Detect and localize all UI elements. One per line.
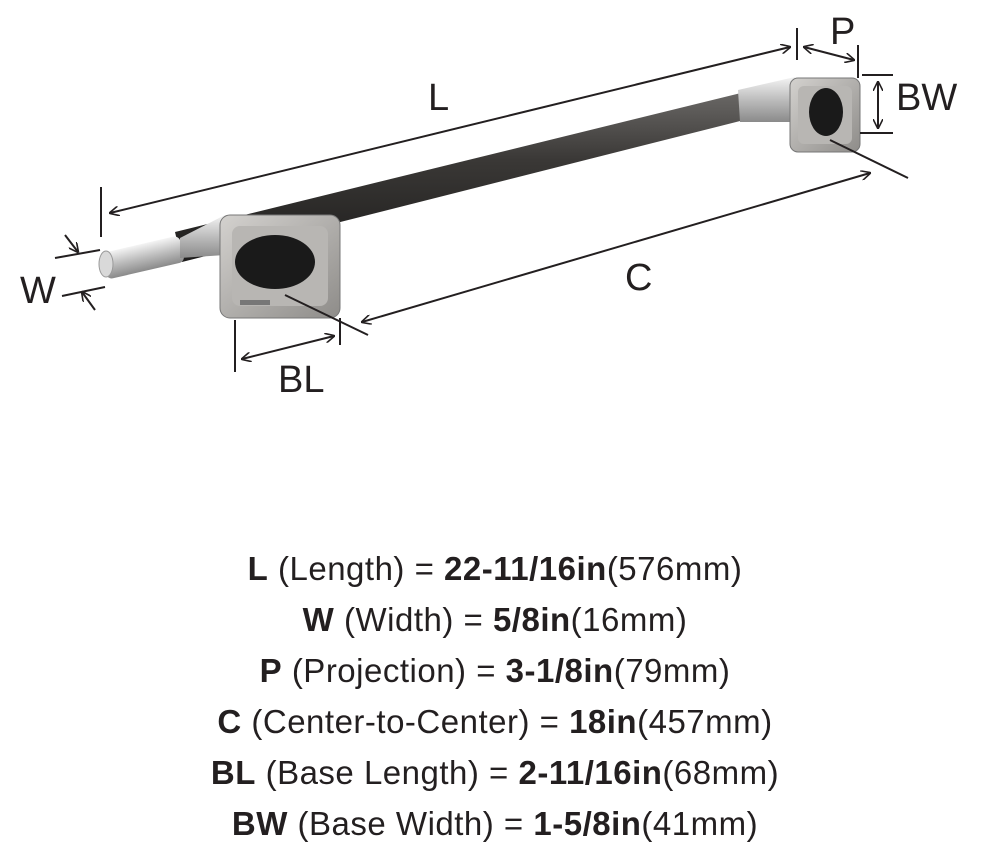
spec-imperial: 18in [569, 703, 638, 740]
towel-bar-dimension-diagram: L P BW W C BL [20, 11, 957, 401]
spec-code: BL [210, 754, 256, 791]
dimension-label-C: C [625, 257, 652, 299]
specification-list: L (Length) = 22-11/16in(576mm) W (Width)… [0, 543, 990, 849]
dimension-label-BW: BW [896, 77, 957, 119]
right-mounting-bracket [738, 77, 861, 153]
spec-projection: P (Projection) = 3-1/8in(79mm) [0, 645, 990, 696]
spec-code: P [259, 652, 283, 689]
spec-code: BW [231, 805, 288, 842]
spec-name: (Projection) = [291, 652, 506, 689]
spec-metric: (68mm) [662, 754, 780, 791]
spec-base-width: BW (Base Width) = 1-5/8in(41mm) [0, 798, 990, 849]
spec-metric: (41mm) [641, 805, 759, 842]
spec-width: W (Width) = 5/8in(16mm) [0, 594, 990, 645]
spec-code: C [217, 703, 242, 740]
spec-imperial: 5/8in [492, 601, 571, 638]
spec-base-length: BL (Base Length) = 2-11/16in(68mm) [0, 747, 990, 798]
dimension-label-L: L [428, 77, 449, 119]
spec-name: (Base Length) = [265, 754, 519, 791]
spec-imperial: 3-1/8in [505, 652, 614, 689]
left-mounting-bracket [180, 214, 341, 319]
spec-length: L (Length) = 22-11/16in(576mm) [0, 543, 990, 594]
spec-metric: (457mm) [637, 703, 773, 740]
spec-imperial: 22-11/16in [444, 550, 607, 587]
spec-metric: (16mm) [570, 601, 688, 638]
spec-name: (Center-to-Center) = [251, 703, 570, 740]
dimension-lines [54, 28, 909, 372]
spec-code: L [247, 550, 269, 587]
spec-metric: (79mm) [613, 652, 731, 689]
spec-name: (Width) = [344, 601, 493, 638]
dimension-label-BL: BL [278, 359, 324, 401]
spec-name: (Length) = [278, 550, 445, 587]
spec-imperial: 2-11/16in [518, 754, 663, 791]
spec-center-to-center: C (Center-to-Center) = 18in(457mm) [0, 696, 990, 747]
dimension-label-P: P [830, 11, 855, 53]
spec-name: (Base Width) = [297, 805, 534, 842]
spec-code: W [302, 601, 335, 638]
spec-imperial: 1-5/8in [533, 805, 642, 842]
left-end-cap [98, 236, 184, 279]
dimension-label-W: W [20, 270, 56, 312]
spec-metric: (576mm) [606, 550, 743, 587]
